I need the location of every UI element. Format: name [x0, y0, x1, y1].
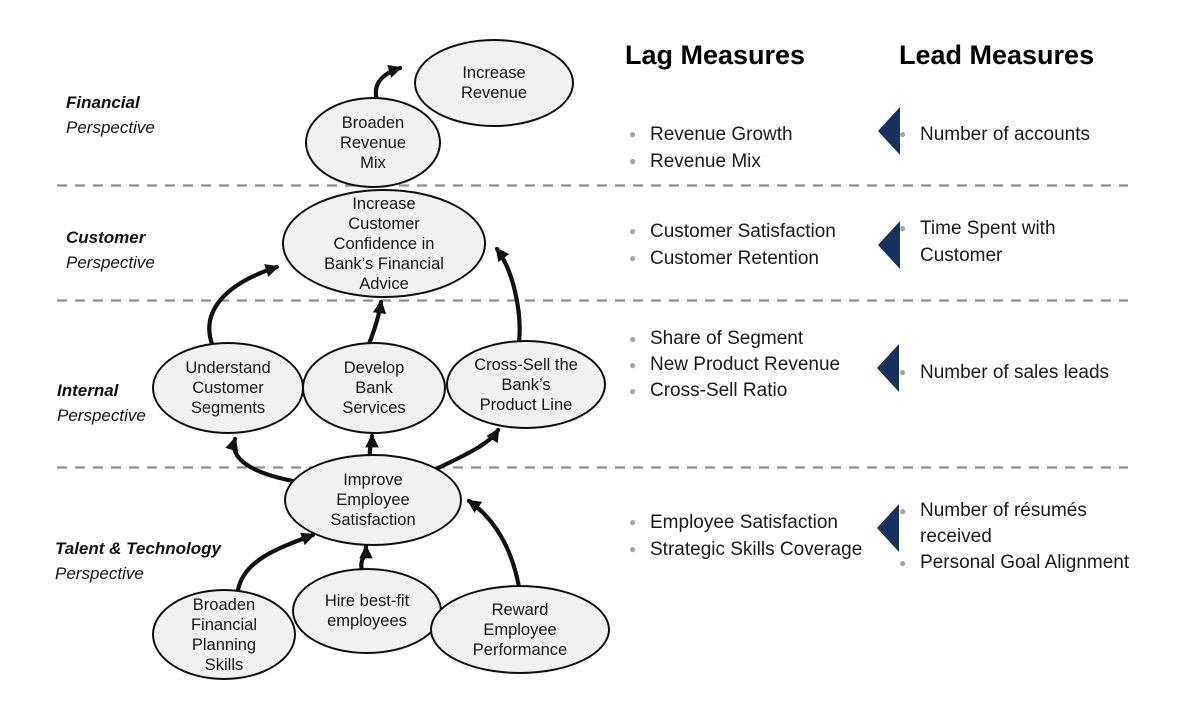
measure-item: Revenue Mix — [628, 148, 883, 175]
lag-list-customer: Customer Satisfaction Customer Retention — [628, 218, 883, 272]
perspective-sub: Perspective — [57, 406, 146, 425]
measure-item: Customer Retention — [628, 245, 883, 272]
arrow-understand-to-confidence — [207, 264, 280, 347]
node-broaden-financial-planning-skills: Broaden Financial Planning Skills — [152, 589, 296, 680]
measure-item: Share of Segment — [628, 326, 883, 352]
measure-item: Cross-Sell Ratio — [628, 378, 883, 404]
node-hire-best-fit-employees: Hire best-fit employees — [292, 568, 442, 654]
lead-list-customer: Time Spent with Customer — [898, 215, 1076, 269]
measure-item: New Product Revenue — [628, 352, 883, 378]
left-arrow-triangle-icon — [877, 504, 899, 552]
lead-list-internal: Number of sales leads — [898, 359, 1143, 386]
lead-measures-header: Lead Measures — [899, 40, 1095, 70]
perspective-label-internal: Internal Perspective — [57, 378, 146, 428]
node-broaden-revenue-mix: Broaden Revenue Mix — [305, 97, 441, 188]
node-develop-bank-services: Develop Bank Services — [302, 342, 446, 434]
measure-item: Time Spent with Customer — [898, 215, 1076, 269]
lag-list-financial: Revenue Growth Revenue Mix — [628, 121, 883, 175]
measure-item: Employee Satisfaction — [628, 509, 883, 536]
arrow-hire-to-improve — [359, 544, 373, 573]
measure-item: Revenue Growth — [628, 121, 883, 148]
perspective-sub: Perspective — [55, 564, 144, 583]
arrow-broaden-mix-to-increase-revenue — [373, 64, 403, 103]
perspective-name: Financial — [66, 93, 140, 112]
lag-measures-header: Lag Measures — [625, 40, 806, 70]
measure-item: Customer Satisfaction — [628, 218, 883, 245]
arrow-improve-to-develop — [365, 433, 379, 459]
arrow-improve-to-cross-sell — [433, 427, 501, 472]
left-arrow-triangle-icon — [878, 107, 900, 155]
perspective-sub: Perspective — [66, 118, 155, 137]
node-improve-employee-satisfaction: Improve Employee Satisfaction — [284, 454, 462, 546]
perspective-name: Internal — [57, 381, 119, 400]
left-arrow-triangle-icon — [878, 221, 900, 269]
measure-item: Number of sales leads — [898, 359, 1143, 386]
perspective-label-financial: Financial Perspective — [66, 90, 155, 140]
arrow-cross-sell-to-confidence — [494, 246, 522, 345]
measure-item: Number of accounts — [898, 121, 1138, 148]
measure-item: Number of résumés received — [898, 498, 1136, 550]
lead-list-financial: Number of accounts — [898, 121, 1138, 148]
perspective-sub: Perspective — [66, 253, 155, 272]
perspective-name: Customer — [66, 228, 146, 247]
arrow-improve-to-understand — [225, 436, 296, 484]
perspective-name: Talent & Technology — [55, 539, 221, 558]
node-increase-revenue: Increase Revenue — [414, 39, 574, 127]
lag-list-internal: Share of Segment New Product Revenue Cro… — [628, 326, 883, 404]
perspective-label-customer: Customer Perspective — [66, 225, 155, 275]
measure-item: Personal Goal Alignment — [898, 550, 1136, 576]
arrow-broaden-fin-to-improve — [235, 532, 316, 593]
arrow-reward-to-improve — [466, 498, 522, 590]
node-increase-customer-confidence: Increase Customer Confidence in Bank’s F… — [282, 189, 486, 298]
measure-item: Strategic Skills Coverage — [628, 536, 883, 563]
lead-list-talent: Number of résumés received Personal Goal… — [898, 498, 1136, 576]
lag-list-talent: Employee Satisfaction Strategic Skills C… — [628, 509, 883, 563]
node-cross-sell-product-line: Cross-Sell the Bank’s Product Line — [446, 340, 606, 429]
node-understand-customer-segments: Understand Customer Segments — [152, 342, 304, 434]
perspective-label-talent-technology: Talent & Technology Perspective — [55, 536, 221, 586]
arrow-develop-to-confidence — [366, 299, 387, 347]
left-arrow-triangle-icon — [877, 344, 899, 392]
node-reward-employee-performance: Reward Employee Performance — [430, 585, 610, 674]
